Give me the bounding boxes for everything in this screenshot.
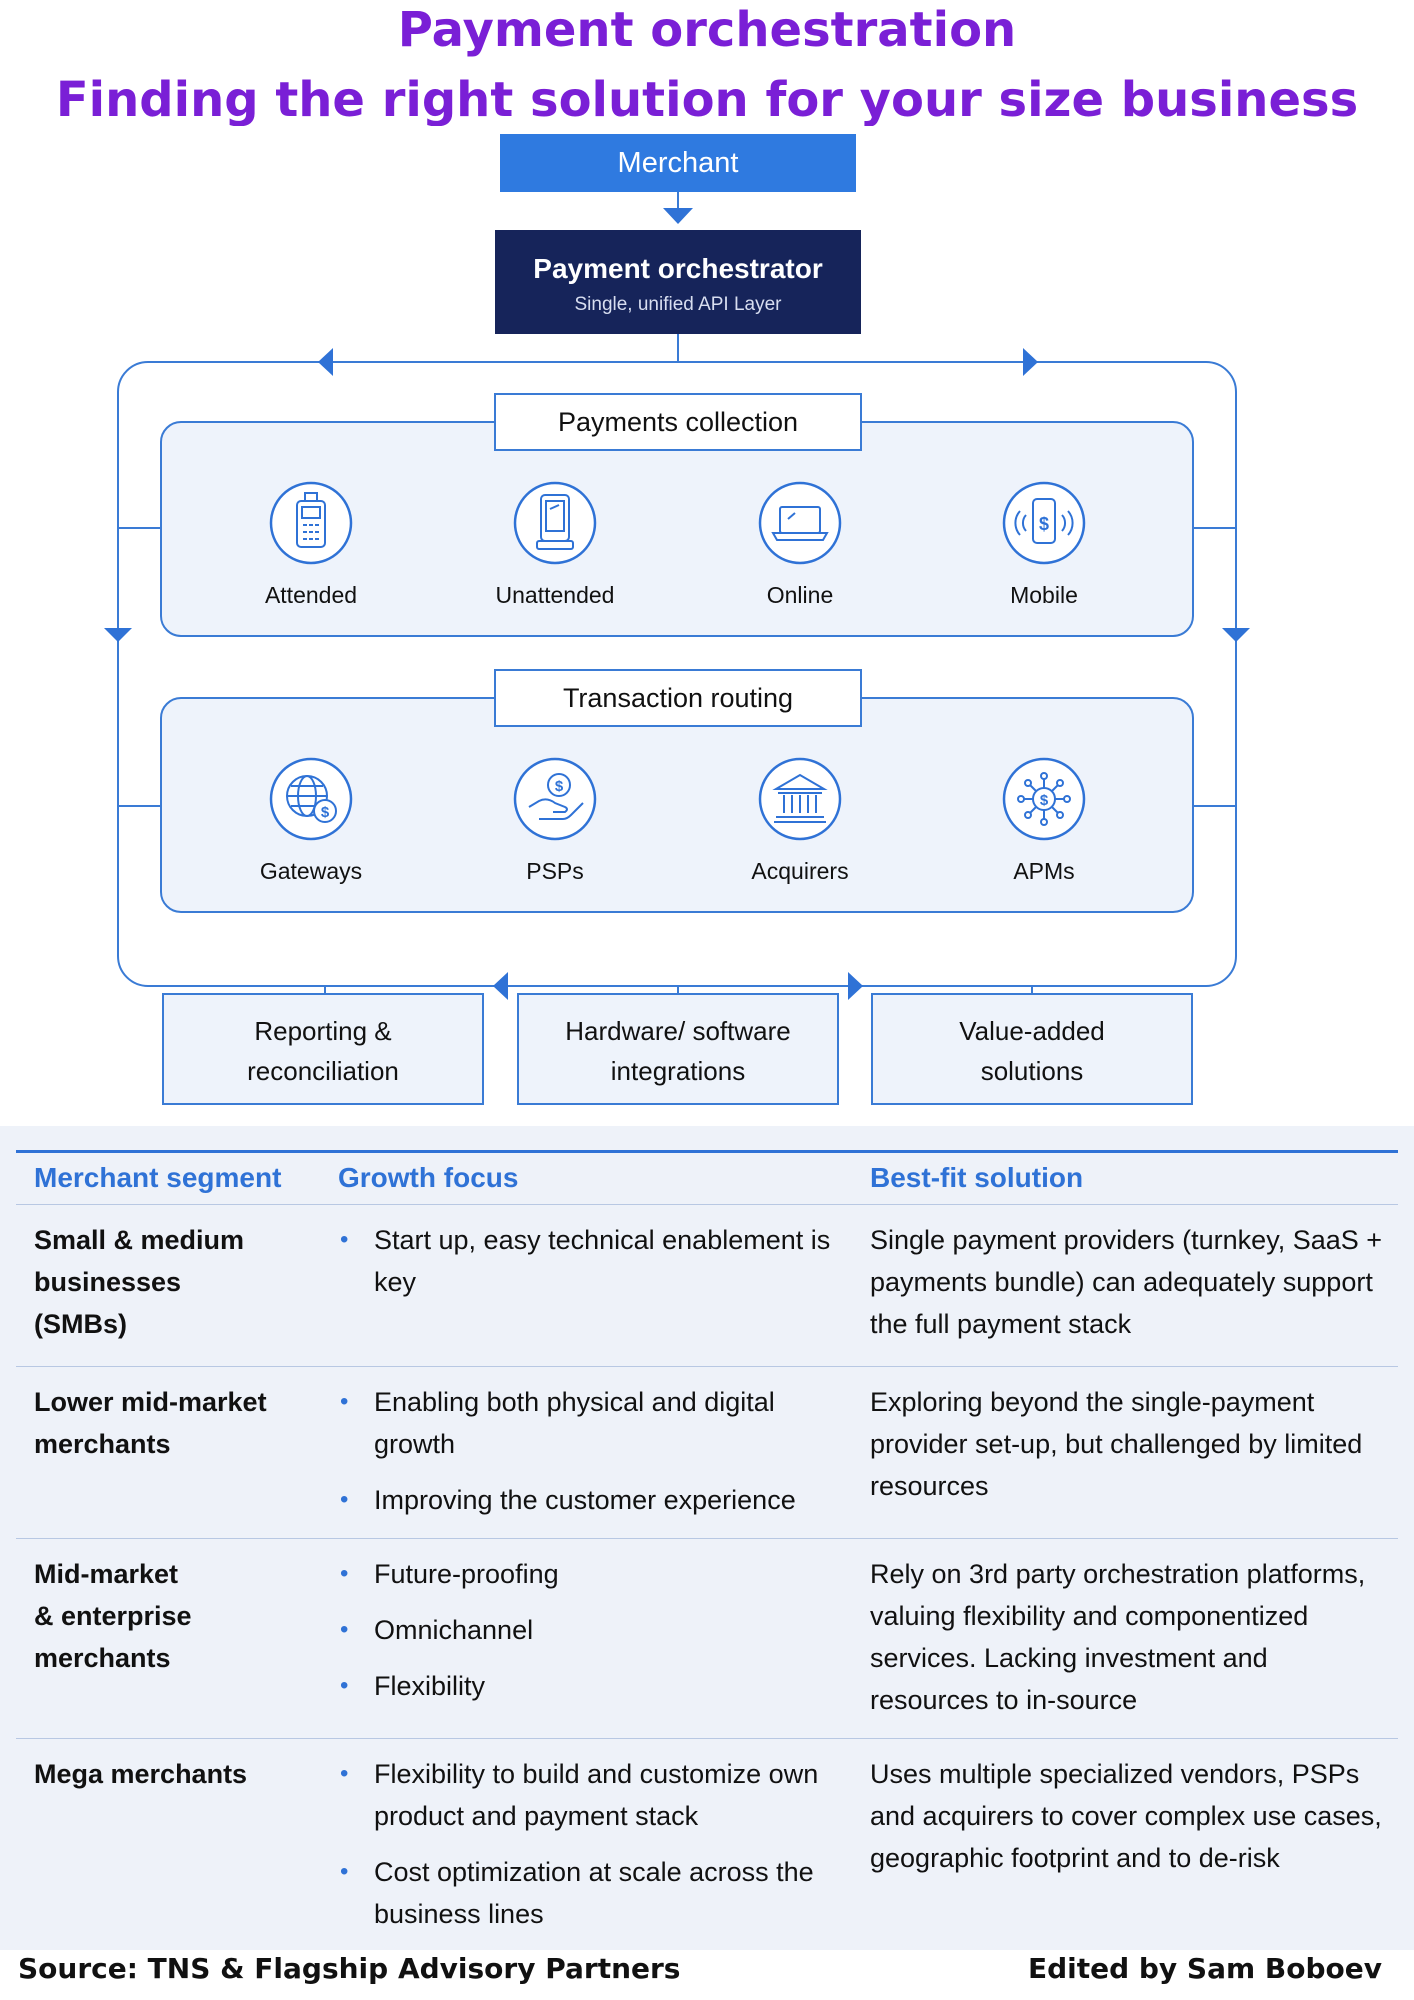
segment-cell: Small & medium businesses (SMBs) [34,1219,324,1345]
solution-cell: Single payment providers (turnkey, SaaS … [870,1225,1383,1339]
focus-list: Start up, easy technical enablement is k… [336,1219,856,1317]
title-line-2: Finding the right solution for your size… [55,72,1359,128]
arrow-bottom-right [848,972,863,1000]
solution-cell: Uses multiple specialized vendors, PSPs … [870,1759,1382,1873]
hand-coin-icon: $ [513,757,597,841]
routing-header: Transaction routing [563,683,793,713]
merchant-box [500,134,856,192]
focus-item: Future-proofing [336,1553,856,1595]
diagram-svg: Merchant Payment orchestrator Single, un… [104,134,1250,1105]
focus-item: Enabling both physical and digital growt… [336,1381,856,1465]
focus-item: Omnichannel [336,1609,856,1651]
header-best-fit: Best-fit solution [870,1162,1084,1193]
orchestration-diagram: Merchant Payment orchestrator Single, un… [85,126,1275,1126]
table-top-rule [16,1150,1398,1153]
laptop-icon [758,481,842,565]
collection-header-box [494,393,862,451]
focus-item: Flexibility [336,1665,856,1707]
mobile-payment-icon: $ [1002,481,1086,565]
arrowheads [104,208,1250,1000]
globe-dollar-icon: $ [269,757,353,841]
segment-line: & enterprise [34,1601,192,1631]
focus-list: Enabling both physical and digital growt… [336,1381,856,1535]
segment-cell: Mega merchants [34,1753,324,1795]
routing-item-psps: PSPs [526,858,584,884]
segment-cell: Lower mid-market merchants [34,1381,324,1465]
pos-terminal-icon [269,481,353,565]
orchestrator-box [495,230,861,334]
segment-line: Mega merchants [34,1759,248,1789]
collection-item-online: Online [767,582,833,608]
focus-item: Cost optimization at scale across the bu… [336,1851,856,1935]
output-value-added-line1: Value-added [959,1016,1105,1046]
routing-item-apms: APMs [1013,858,1074,884]
output-value-added-line2: solutions [981,1056,1084,1086]
collection-item-mobile: Mobile [1010,582,1078,608]
kiosk-icon [513,481,597,565]
svg-text:$: $ [555,778,564,795]
focus-list: Flexibility to build and customize own p… [336,1753,856,1949]
svg-text:$: $ [1039,514,1049,534]
segment-table: Merchant segment Growth focus Best-fit s… [0,1126,1414,1950]
output-integrations-line2: integrations [611,1056,745,1086]
focus-item: Improving the customer experience [336,1479,856,1521]
output-box-reporting [162,993,484,1105]
output-integrations-line1: Hardware/ software [565,1016,790,1046]
focus-list: Future-proofing Omnichannel Flexibility [336,1553,856,1721]
routing-header-box [494,669,862,727]
solution-cell: Exploring beyond the single-payment prov… [870,1387,1363,1501]
arrow-merchant-down [663,208,693,224]
routing-item-gateways: Gateways [260,858,362,884]
focus-item: Flexibility to build and customize own p… [336,1753,856,1837]
segment-line: businesses [34,1267,182,1297]
arrow-right-down [1222,628,1250,642]
arrow-bottom-left [493,972,508,1000]
arrow-top-left [318,348,333,376]
segment-line: Mid-market [34,1559,179,1589]
table-row: Mega merchants Flexibility to build and … [16,1738,1398,1939]
svg-text:$: $ [321,804,330,821]
svg-text:$: $ [1040,792,1049,809]
editor-credit: Edited by Sam Boboev [1027,1952,1382,1985]
table-row: Mid-market & enterprise merchants Future… [16,1538,1398,1739]
arrow-top-right [1023,348,1038,376]
table-row: Lower mid-market merchants Enabling both… [16,1366,1398,1537]
segment-line: Lower mid-market [34,1387,267,1417]
bank-icon [758,757,842,841]
table-row: Small & medium businesses (SMBs) Start u… [16,1204,1398,1365]
orchestrator-title: Payment orchestrator [533,253,823,284]
collection-header: Payments collection [558,407,798,437]
output-reporting-line2: reconciliation [247,1056,399,1086]
solution-cell: Rely on 3rd party orchestration platform… [870,1559,1366,1715]
collection-item-attended: Attended [265,582,357,608]
network-dollar-icon: $ [1002,757,1086,841]
header-growth-focus: Growth focus [338,1162,519,1193]
arrow-left-down [104,628,132,642]
orchestrator-subtitle: Single, unified API Layer [574,294,782,315]
source-credit: Source: TNS & Flagship Advisory Partners [18,1952,681,1985]
collection-item-unattended: Unattended [496,582,615,608]
output-box-integrations [517,993,839,1105]
segment-line: (SMBs) [34,1309,127,1339]
segment-cell: Mid-market & enterprise merchants [34,1553,324,1679]
header-merchant-segment: Merchant segment [34,1162,282,1193]
title-line-1: Payment orchestration [397,2,1017,58]
connector-lines [117,192,1237,994]
segment-line: merchants [34,1643,171,1673]
focus-item: Start up, easy technical enablement is k… [336,1219,856,1303]
output-reporting-line1: Reporting & [254,1016,391,1046]
merchant-label: Merchant [618,147,739,179]
segment-line: Small & medium [34,1225,245,1255]
routing-item-acquirers: Acquirers [751,858,848,884]
output-box-value-added [871,993,1193,1105]
segment-line: merchants [34,1429,171,1459]
